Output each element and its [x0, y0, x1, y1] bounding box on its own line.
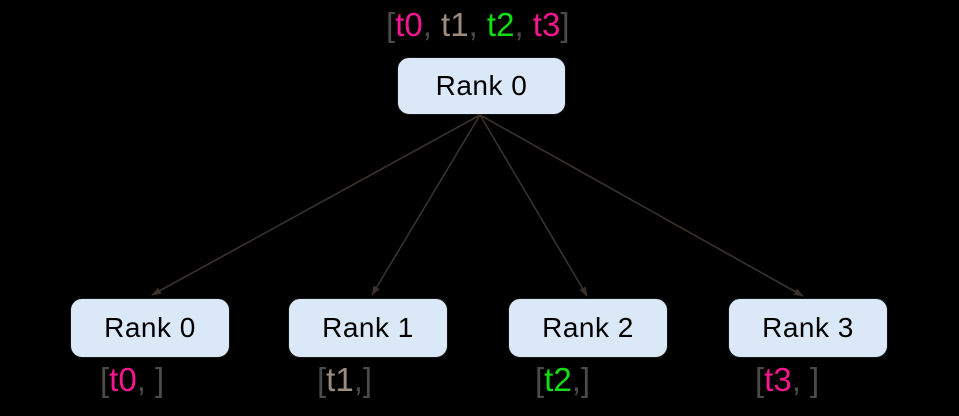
tensor-token: [ — [386, 6, 396, 43]
tensor-token: , ] — [791, 361, 820, 398]
node-root-rank-0-label: Rank 0 — [435, 70, 528, 101]
tensor-token: t0 — [395, 6, 423, 43]
tensor-token: , ] — [136, 361, 165, 398]
root-tensor-list-annotation: [t0, t1, t2, t3] — [386, 8, 570, 41]
node-rank-3: Rank 3 — [728, 298, 888, 358]
rank-0-tensor-annotation: [t0, ] — [100, 363, 164, 396]
node-rank-1-label: Rank 1 — [322, 312, 414, 343]
arrow-to-rank-0 — [151, 114, 481, 296]
tensor-token: t2 — [486, 6, 515, 43]
rank-1-tensor-annotation: [t1,] — [317, 363, 372, 396]
tensor-token: t3 — [532, 6, 561, 43]
arrow-to-rank-2 — [479, 114, 588, 297]
node-rank-2: Rank 2 — [508, 298, 668, 358]
rank-3-tensor-annotation: [t3, ] — [755, 363, 819, 396]
tensor-token: ,] — [571, 361, 591, 398]
tensor-token: , — [422, 6, 442, 43]
node-rank-1: Rank 1 — [288, 298, 448, 358]
node-root-rank-0: Rank 0 — [397, 57, 566, 115]
tensor-token: ] — [560, 6, 570, 43]
tensor-token: [ — [535, 361, 545, 398]
tensor-token: , — [468, 6, 487, 43]
node-rank-0-label: Rank 0 — [104, 312, 196, 343]
node-rank-2-label: Rank 2 — [542, 312, 634, 343]
arrow-to-rank-3 — [479, 114, 804, 297]
tensor-token: [ — [317, 361, 327, 398]
tensor-token: t0 — [109, 361, 137, 398]
rank-2-tensor-annotation: [t2,] — [535, 363, 590, 396]
tensor-token: t1 — [326, 361, 354, 398]
tensor-token: , — [514, 6, 533, 43]
tensor-token: [ — [100, 361, 110, 398]
node-rank-0: Rank 0 — [70, 298, 230, 358]
tensor-token: ,] — [353, 361, 373, 398]
arrow-to-rank-1 — [371, 114, 481, 296]
tensor-token: t3 — [764, 361, 792, 398]
tensor-token: [ — [755, 361, 765, 398]
tensor-token: t2 — [544, 361, 572, 398]
node-rank-3-label: Rank 3 — [762, 312, 854, 343]
tensor-token: t1 — [441, 6, 469, 43]
